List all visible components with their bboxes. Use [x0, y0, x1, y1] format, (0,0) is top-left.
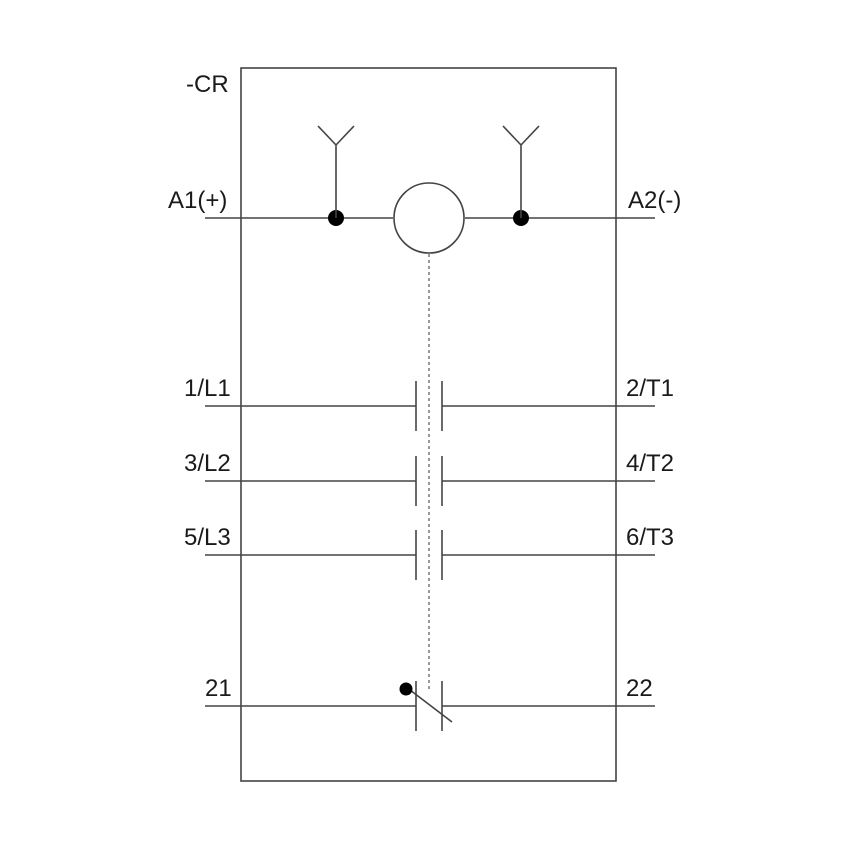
aux-contact-nc-slash — [409, 689, 453, 723]
aux-contact-right-terminal: 22 — [626, 675, 653, 702]
surge-suppressor-right-icon — [502, 125, 540, 218]
device-frame — [240, 67, 617, 782]
device-designation: -CR — [186, 71, 229, 98]
main-contact-1: 1/L1 2/T1 — [184, 375, 674, 431]
aux-contact-actuator-dot — [399, 682, 413, 696]
main-contact-3-right-terminal: 6/T3 — [626, 524, 674, 551]
main-contact-1-right-terminal: 2/T1 — [626, 375, 674, 402]
coil-circuit: A1(+) A2(-) — [168, 125, 681, 254]
main-contact-2-right-terminal: 4/T2 — [626, 450, 674, 477]
auxiliary-contact-nc: 21 22 — [205, 675, 655, 731]
main-contact-2: 3/L2 4/T2 — [184, 450, 674, 506]
main-contact-1-left-terminal: 1/L1 — [184, 375, 231, 402]
main-contact-3: 5/L3 6/T3 — [184, 524, 674, 580]
main-contact-3-left-terminal: 5/L3 — [184, 524, 231, 551]
surge-suppressor-left-icon — [317, 125, 355, 218]
coil-terminal-a1: A1(+) — [168, 187, 227, 214]
coil-terminal-a2: A2(-) — [628, 187, 681, 214]
coil-symbol — [393, 182, 465, 254]
aux-contact-left-terminal: 21 — [205, 675, 232, 702]
main-contact-2-left-terminal: 3/L2 — [184, 450, 231, 477]
